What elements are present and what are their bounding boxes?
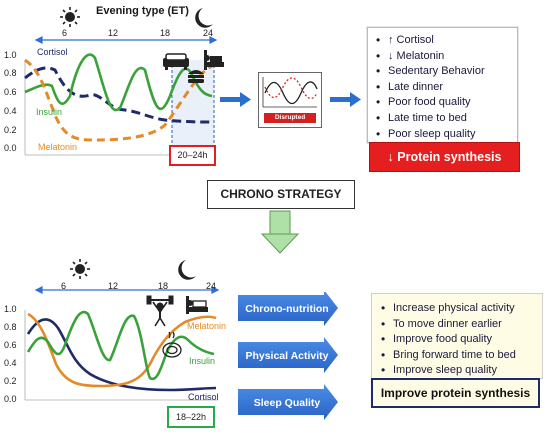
improvement-item: Bring forward time to bed: [379, 348, 542, 364]
top-x-tick: 12: [108, 28, 119, 38]
improvement-item: Improve sleep quality: [379, 363, 542, 379]
moon-icon: [195, 8, 213, 28]
burger-icon: [188, 70, 204, 83]
effects-list: ↑ Cortisol ↓ Melatonin Sedentary Behavio…: [374, 33, 517, 142]
top-chart-title: Evening type (ET): [96, 5, 189, 17]
bottom-y-tick: 0.6: [4, 340, 17, 350]
bottom-insulin-curve: [26, 310, 215, 381]
top-cortisol-label: Cortisol: [37, 47, 68, 57]
bottom-melatonin-curve: [27, 312, 217, 388]
disrupted-waves: [262, 77, 318, 108]
disrupted-label: Disrupted: [264, 113, 316, 123]
protein-synthesis-improve: Improve protein synthesis: [371, 378, 540, 408]
top-chart-panel: Evening type (ET) 6 12 18 24 1.0 0.8 0.6…: [0, 0, 230, 175]
bottom-cortisol-label: Cortisol: [188, 392, 219, 402]
top-x-tick: 18: [160, 28, 171, 38]
effect-item: Late dinner: [374, 80, 517, 96]
improvement-item: Improve food quality: [379, 332, 542, 348]
top-melatonin-label: Melatonin: [38, 142, 78, 152]
bottom-cortisol-curve: [26, 318, 217, 392]
bottom-x-tick: 24: [206, 281, 217, 291]
top-cortisol-curve: [24, 66, 213, 124]
strategy-down-arrow: [260, 210, 300, 254]
bottom-y-tick: 1.0: [4, 304, 17, 314]
effect-item: Poor food quality: [374, 95, 517, 111]
bottom-y-tick: 0.8: [4, 322, 17, 332]
sleep-quality-label: Sleep Quality: [253, 397, 321, 409]
top-window-box: 20–24h: [169, 145, 216, 166]
top-chart-graphic: [24, 7, 224, 160]
top-y-tick: 0.4: [4, 106, 17, 116]
improvement-item: Increase physical activity: [379, 301, 542, 317]
top-y-tick: 0.6: [4, 87, 17, 97]
top-y-tick: 0.2: [4, 125, 17, 135]
top-y-tick: 0.8: [4, 68, 17, 78]
weightlifter-icon: [146, 295, 174, 327]
physical-activity-arrow: [238, 337, 338, 373]
chrono-nutrition-label: Chrono-nutrition: [245, 303, 329, 315]
meal-icon: [162, 331, 182, 358]
bottom-chart-panel: 6 12 18 24 1.0 0.8 0.6 0.4 0.2 0.0 Melat…: [0, 252, 232, 431]
sofa-icon: [163, 53, 189, 70]
bottom-y-tick: 0.4: [4, 358, 17, 368]
sleep-quality-arrow: [238, 384, 338, 420]
effect-item: Sedentary Behavior: [374, 64, 517, 80]
top-x-tick: 6: [62, 28, 68, 38]
bottom-x-tick: 12: [108, 281, 119, 291]
effects-box: ↑ Cortisol ↓ Melatonin Sedentary Behavio…: [367, 27, 518, 143]
improvements-list: Increase physical activity To move dinne…: [379, 301, 542, 379]
top-y-tick: 0.0: [4, 143, 17, 153]
effect-item: Late time to bed: [374, 111, 517, 127]
bottom-insulin-label: Insulin: [189, 356, 216, 366]
bottom-window-box: 18–22h: [167, 406, 215, 428]
protein-synthesis-decrease: ↓ Protein synthesis: [369, 142, 520, 172]
physical-activity-label: Physical Activity: [245, 350, 329, 362]
effect-item: ↑ Cortisol: [374, 33, 517, 49]
sun-icon: [70, 259, 90, 279]
disrupted-chart: Disrupted: [258, 72, 322, 128]
bottom-y-tick: 0.2: [4, 376, 17, 386]
sun-icon: [60, 7, 80, 27]
effect-item: ↓ Melatonin: [374, 49, 517, 65]
bed-icon: [204, 50, 224, 70]
arrow-to-effects: [330, 92, 361, 107]
improvements-box: Increase physical activity To move dinne…: [371, 293, 543, 379]
top-insulin-label: Insulin: [36, 107, 63, 117]
bottom-x-tick: 18: [158, 281, 169, 291]
moon-icon: [178, 260, 196, 280]
effect-item: Poor sleep quality: [374, 127, 517, 143]
intervention-arrows: [238, 292, 338, 420]
improvement-item: To move dinner earlier: [379, 317, 542, 333]
bed-icon: [186, 296, 208, 314]
bottom-chart-graphic: [24, 259, 220, 401]
bottom-y-tick: 0.0: [4, 394, 17, 404]
bottom-timeline: [34, 286, 220, 294]
chrono-strategy-box: CHRONO STRATEGY: [207, 180, 355, 209]
bottom-melatonin-label: Melatonin: [187, 321, 227, 331]
top-y-tick: 1.0: [4, 50, 17, 60]
chrono-nutrition-arrow: [238, 292, 338, 326]
top-timeline: [34, 36, 218, 44]
bottom-x-tick: 6: [61, 281, 67, 291]
top-x-tick: 24: [203, 28, 214, 38]
